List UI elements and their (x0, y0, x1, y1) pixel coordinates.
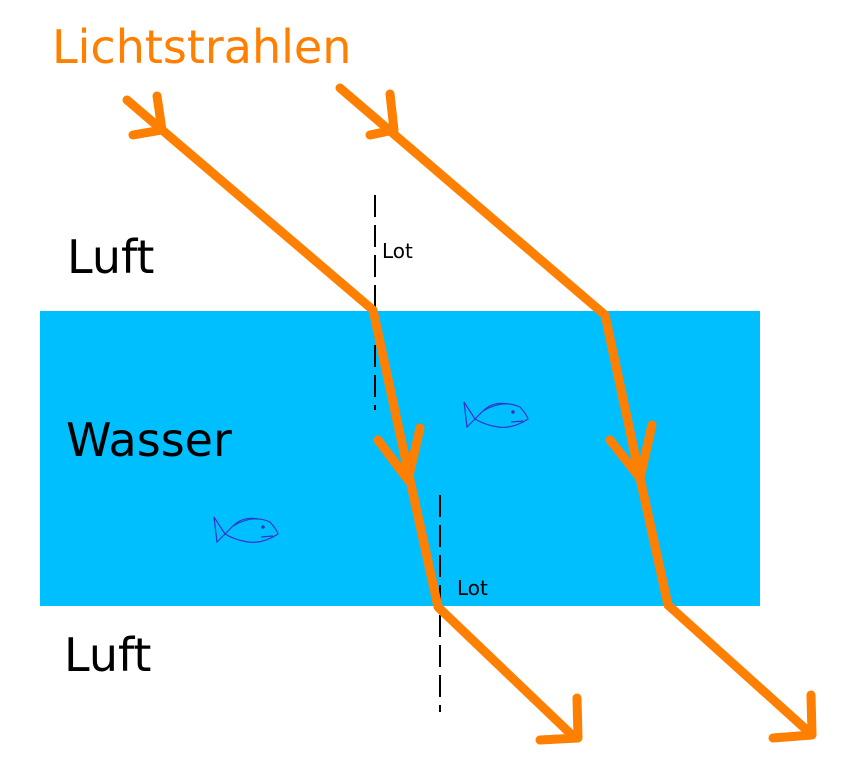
arrowhead-icon (373, 423, 425, 485)
diagram-title: Lichtstrahlen (52, 20, 352, 74)
arrowhead-icon (605, 420, 657, 483)
label-normal-top: Lot (382, 239, 413, 263)
label-air-bottom: Luft (64, 628, 152, 682)
label-air-top: Luft (67, 230, 155, 284)
fish-icon (463, 401, 529, 429)
arrowhead-icon (128, 91, 167, 140)
label-normal-bottom: Lot (457, 576, 488, 600)
fish-icon (213, 516, 279, 544)
arrowhead-icon (768, 690, 817, 743)
label-water: Wasser (66, 413, 232, 467)
arrowhead-icon (535, 693, 583, 745)
arrowhead-icon (365, 89, 399, 140)
